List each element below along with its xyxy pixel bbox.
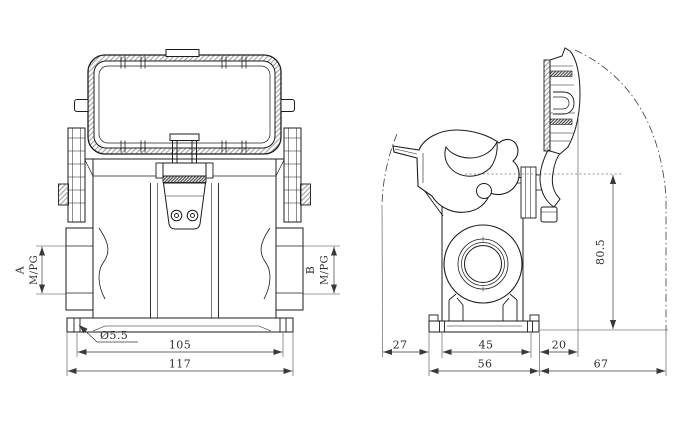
dim-cover-offset-label: 20	[552, 339, 567, 352]
screw-right	[186, 209, 199, 222]
mounting-flange-front	[66, 317, 294, 333]
guide-pin-right	[280, 99, 295, 112]
side-knob-right	[300, 183, 311, 206]
latch-clamp	[155, 133, 214, 230]
boss-legs	[448, 293, 518, 322]
screw-left	[170, 209, 183, 222]
cover-swing-arc	[574, 49, 667, 330]
guide-pin-left	[74, 99, 89, 112]
dim-flange-width: 56	[429, 358, 539, 375]
hinge-foot	[540, 206, 558, 223]
dim-entry-b: B M/PG	[303, 245, 340, 295]
dim-entry-b-label: B	[304, 266, 317, 274]
dim-cover-offset: 20	[539, 333, 578, 376]
dim-cover-swing-label: 67	[594, 358, 609, 371]
hinge-arm	[539, 149, 562, 208]
front-dimensions: A M/PG B M/PG Ø5.5 105	[14, 245, 340, 376]
dim-flange-hole-spacing-label: 45	[479, 339, 494, 352]
locking-lever	[392, 129, 520, 213]
open-cover	[543, 47, 581, 155]
lever-pivot	[476, 183, 492, 199]
dim-flange-width-label: 56	[478, 358, 493, 371]
side-dimensions: 80.5 27 45 20 56	[383, 173, 668, 376]
dim-height-label: 80.5	[594, 239, 607, 265]
lever-swing-arc	[381, 133, 398, 206]
cable-boss-side	[443, 224, 523, 322]
top-tab	[165, 49, 200, 57]
swing-arcs	[381, 49, 667, 376]
dim-entry-a-label: A	[14, 265, 27, 275]
dim-cover-swing: 67	[540, 358, 666, 375]
front-view: A M/PG B M/PG Ø5.5 105	[14, 49, 340, 376]
cable-entry-bosses	[65, 227, 304, 311]
dim-hole-spacing-front-label: 105	[169, 339, 191, 352]
dim-overall-width-label: 117	[169, 358, 191, 371]
lever-claw-mouth	[444, 140, 498, 177]
dim-lever-swing-label: 27	[393, 339, 408, 352]
dim-hole-diameter-label: Ø5.5	[100, 329, 128, 342]
dim-height: 80.5	[594, 175, 617, 329]
mounting-flange-side	[428, 314, 540, 333]
side-view: 80.5 27 45 20 56	[381, 47, 668, 376]
cable-entry-b	[275, 227, 304, 311]
dim-entry-b-thread: M/PG	[320, 255, 331, 285]
hinge-assembly	[520, 149, 562, 223]
cover-rib-upper	[549, 70, 573, 77]
cover-rib-lower	[549, 118, 573, 125]
cable-entry-a	[65, 227, 94, 311]
dim-entry-a-thread: M/PG	[29, 255, 40, 285]
cover-latch-loop	[553, 91, 575, 115]
dim-overall-width: 117	[66, 333, 294, 376]
dim-hole-spacing-front: 105	[76, 333, 284, 357]
hinge-plates	[58, 127, 311, 223]
dim-flange-hole-spacing: 45	[441, 333, 532, 358]
dim-entry-a: A M/PG	[14, 245, 66, 295]
dim-hole-diameter: Ø5.5	[78, 324, 138, 343]
dim-lever-swing: 27	[383, 333, 430, 376]
frame-slot-marks	[120, 56, 247, 153]
gasket-frame	[74, 49, 295, 155]
side-knob-left	[58, 183, 69, 206]
